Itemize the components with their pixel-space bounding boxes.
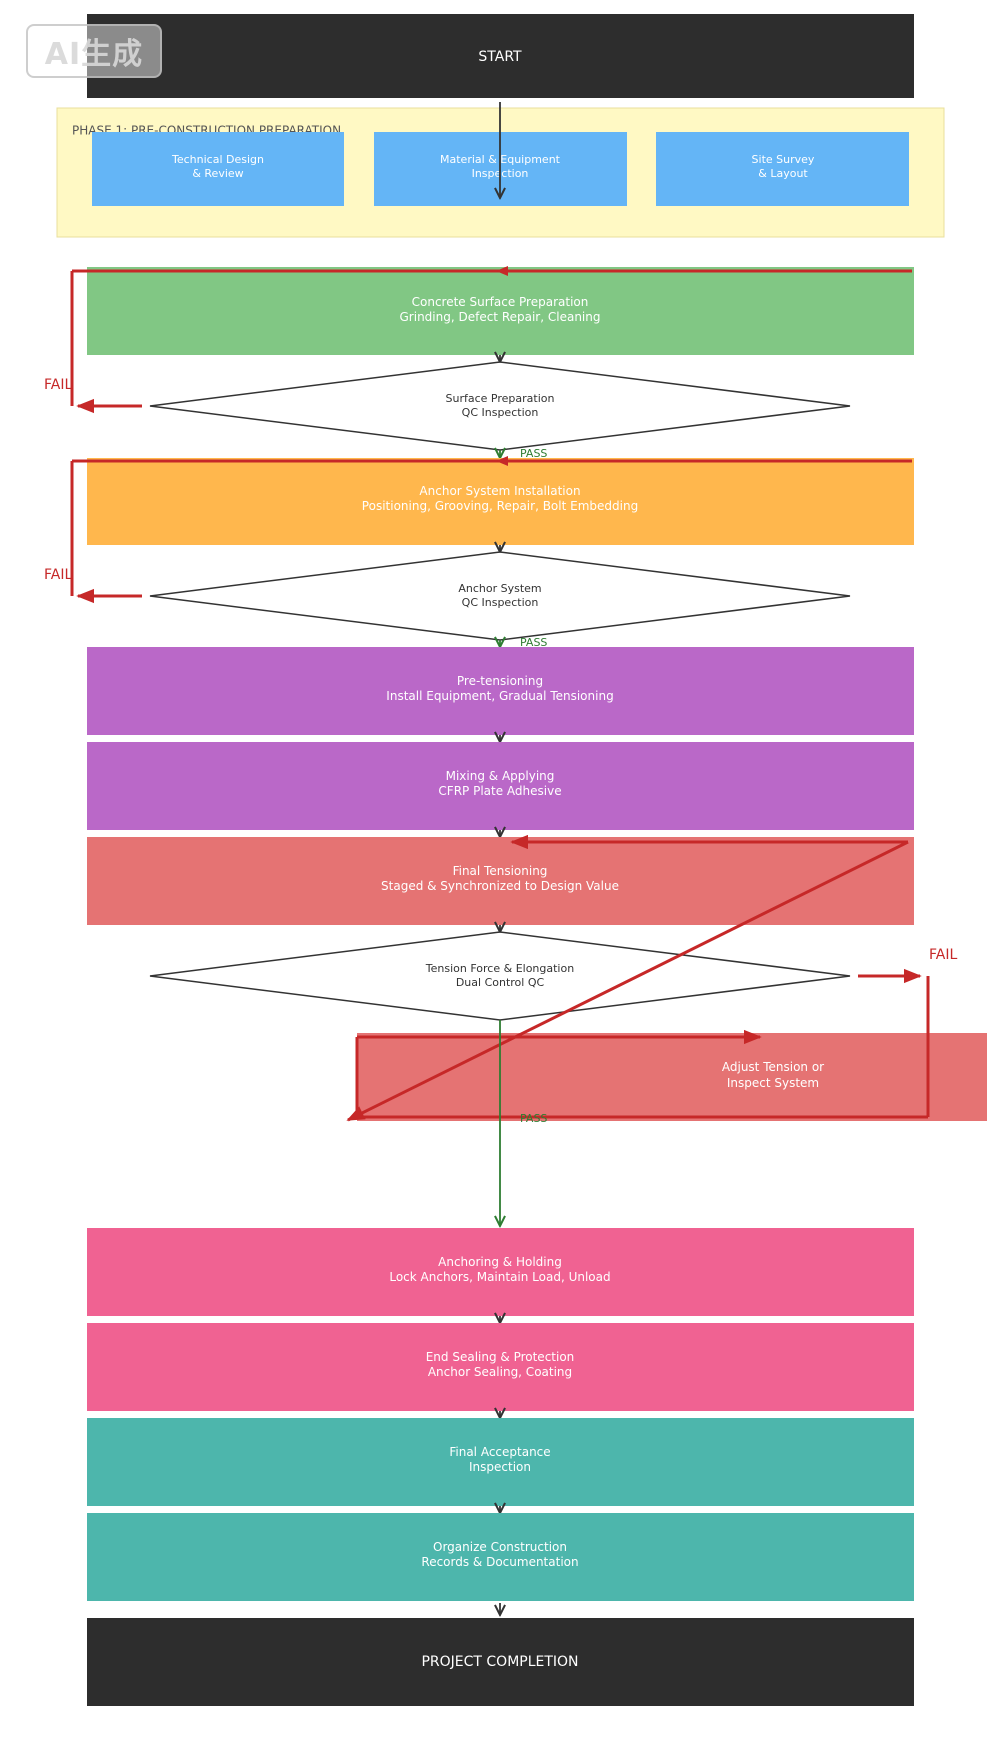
- step-line-1: Adjust Tension or: [722, 1060, 824, 1074]
- step-line-1: Final Tensioning: [453, 864, 548, 878]
- step-line-2: Staged & Synchronized to Design Value: [381, 879, 619, 893]
- step-final-acceptance: Final Acceptance Inspection: [87, 1418, 914, 1506]
- decision-line-1: Tension Force & Elongation: [425, 962, 574, 975]
- step-line-1: Final Acceptance: [449, 1445, 550, 1459]
- pass-label: PASS: [520, 447, 547, 460]
- task-technical-design: Technical Design & Review: [92, 132, 344, 206]
- fail-label: FAIL: [929, 947, 957, 963]
- task-site-survey: Site Survey & Layout: [656, 132, 909, 206]
- step-line-2: Anchor Sealing, Coating: [428, 1365, 572, 1379]
- step-line-2: Inspection: [469, 1460, 531, 1474]
- step-final-tensioning: Final Tensioning Staged & Synchronized t…: [87, 837, 914, 925]
- step-line-1: End Sealing & Protection: [426, 1350, 575, 1364]
- watermark-text: AI生成: [44, 37, 144, 72]
- decision-line-2: Dual Control QC: [456, 976, 545, 989]
- step-line-1: Concrete Surface Preparation: [412, 295, 589, 309]
- fail-label: FAIL: [44, 377, 72, 393]
- step-line-2: Install Equipment, Gradual Tensioning: [386, 689, 613, 703]
- step-line-1: Mixing & Applying: [446, 769, 555, 783]
- step-line-1: Anchoring & Holding: [438, 1255, 562, 1269]
- step-line-1: Anchor System Installation: [419, 484, 580, 498]
- step-anchoring-holding: Anchoring & Holding Lock Anchors, Mainta…: [87, 1228, 914, 1316]
- step-line-2: Positioning, Grooving, Repair, Bolt Embe…: [362, 499, 638, 513]
- ai-generated-watermark: AI生成: [26, 24, 162, 78]
- decision-line-1: Anchor System: [458, 582, 541, 595]
- step-organize-records: Organize Construction Records & Document…: [87, 1513, 914, 1601]
- decision-tension-qc: Tension Force & Elongation Dual Control …: [149, 931, 851, 1021]
- step-line-2: Records & Documentation: [421, 1555, 578, 1569]
- step-line-2: CFRP Plate Adhesive: [438, 784, 561, 798]
- decision-line-2: QC Inspection: [462, 596, 539, 609]
- task-line-2: & Review: [192, 167, 243, 180]
- end-node: PROJECT COMPLETION: [87, 1618, 914, 1706]
- step-line-2: Lock Anchors, Maintain Load, Unload: [389, 1270, 610, 1284]
- end-label: PROJECT COMPLETION: [421, 1654, 578, 1670]
- decision-line-2: QC Inspection: [462, 406, 539, 419]
- fail-label: FAIL: [44, 567, 72, 583]
- step-line-1: Organize Construction: [433, 1540, 567, 1554]
- pass-label: PASS: [520, 636, 547, 649]
- step-end-sealing: End Sealing & Protection Anchor Sealing,…: [87, 1323, 914, 1411]
- step-pre-tensioning: Pre-tensioning Install Equipment, Gradua…: [87, 647, 914, 735]
- step-anchor-installation: Anchor System Installation Positioning, …: [87, 458, 914, 545]
- step-line-1: Pre-tensioning: [457, 674, 543, 688]
- fail-loop-arrowhead: [496, 266, 508, 276]
- step-mixing-adhesive: Mixing & Applying CFRP Plate Adhesive: [87, 742, 914, 830]
- decision-anchor-qc: Anchor System QC Inspection: [149, 551, 851, 641]
- fail-loop-arrowhead: [496, 456, 508, 466]
- fail-loop-diagonal: [346, 840, 909, 1122]
- task-line-1: Site Survey: [752, 153, 815, 166]
- decision-line-1: Surface Preparation: [446, 392, 555, 405]
- step-surface-preparation: Concrete Surface Preparation Grinding, D…: [87, 267, 914, 355]
- step-adjust-tension: Adjust Tension or Inspect System: [357, 1033, 987, 1121]
- start-label: START: [478, 49, 522, 65]
- pass-label: PASS: [520, 1112, 547, 1125]
- task-line-2: & Layout: [758, 167, 808, 180]
- decision-surface-qc: Surface Preparation QC Inspection: [149, 361, 851, 451]
- start-node: START: [87, 14, 914, 98]
- task-line-1: Technical Design: [171, 153, 264, 166]
- step-line-2: Grinding, Defect Repair, Cleaning: [400, 310, 601, 324]
- step-line-2: Inspect System: [727, 1076, 819, 1090]
